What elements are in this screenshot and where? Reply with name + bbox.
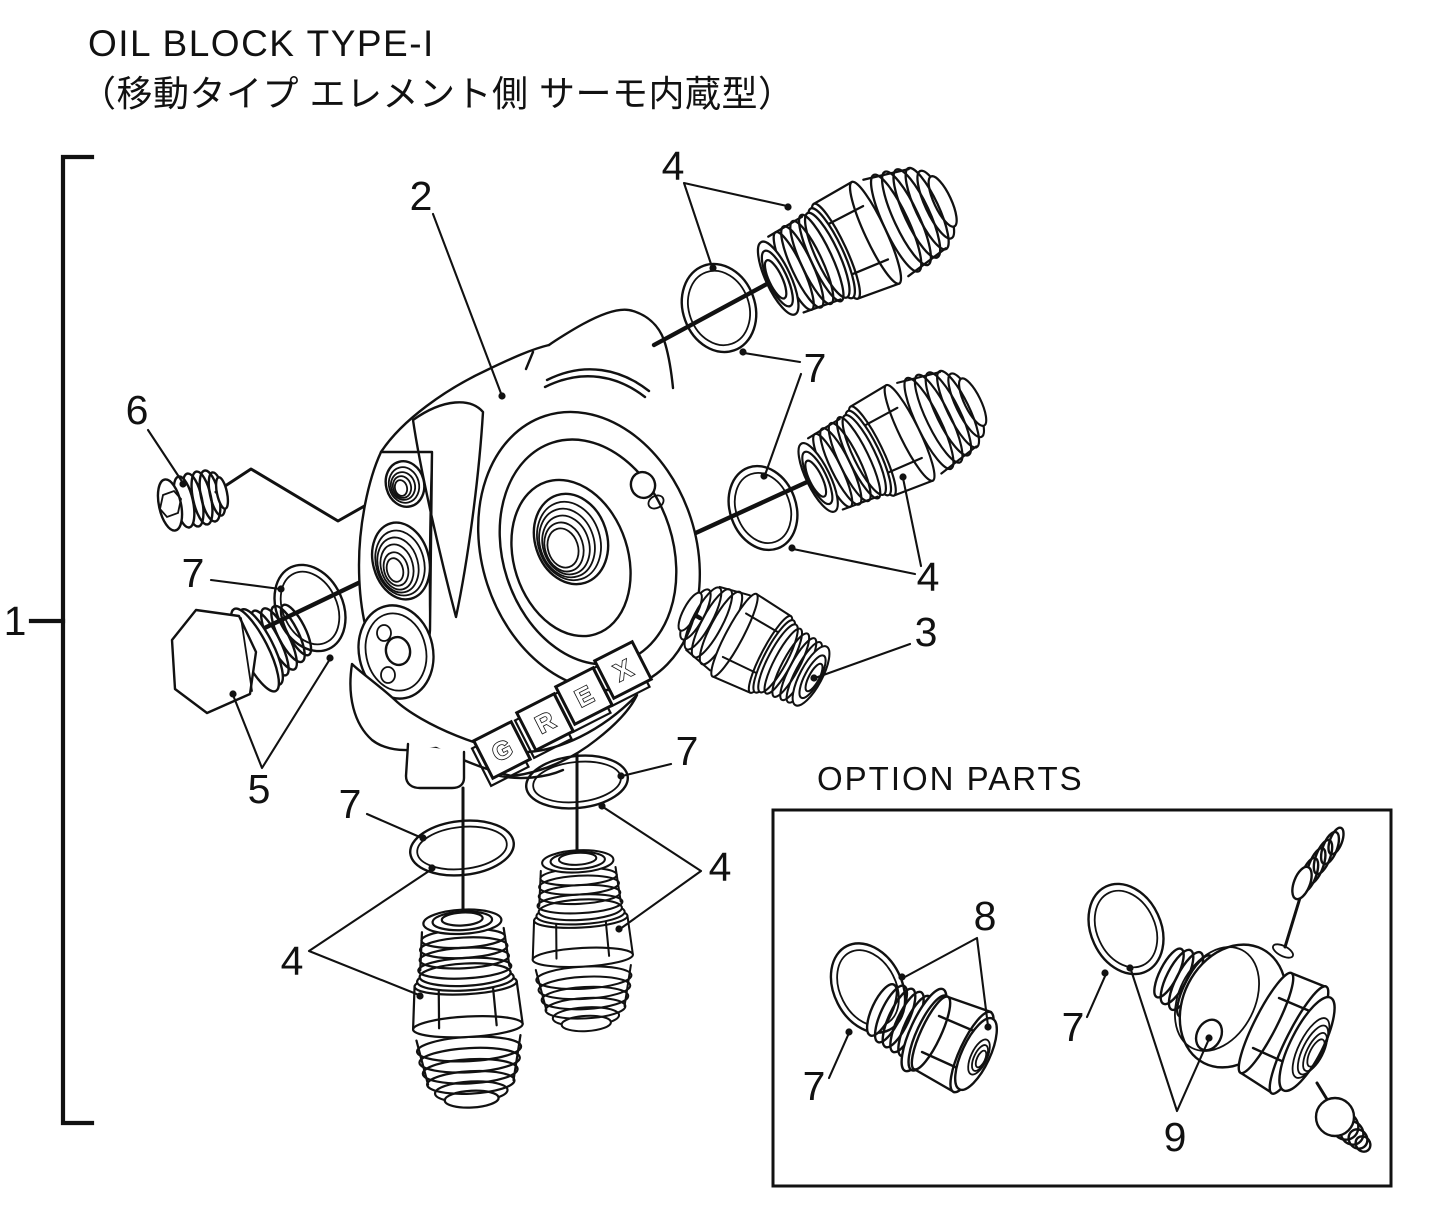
callout-5-label: 5: [248, 766, 271, 812]
oring-mid-illustration: [727, 464, 799, 552]
callout-2-oil-block: 2: [410, 173, 506, 400]
callout-4-bottom-left-label: 4: [281, 938, 304, 984]
callout-4-mid-label: 4: [917, 554, 940, 600]
callout-7-option-left: 7: [803, 1028, 853, 1109]
option-adapter-illustration: [1153, 826, 1372, 1153]
oil-block-illustration: G R E X: [349, 308, 702, 790]
option-parts-title: OPTION PARTS: [817, 760, 1084, 797]
an-fitting-top-illustration: [742, 145, 976, 336]
page-title: OIL BLOCK TYPE-I: [88, 23, 435, 64]
flange-large-port: [370, 521, 432, 601]
callout-3-union: 3: [810, 609, 937, 682]
oring-bottom-left-illustration: [409, 819, 515, 877]
hex-plug-illustration: [170, 603, 313, 715]
callout-9-label: 9: [1164, 1114, 1187, 1160]
callout-1-group-bracket: 1: [4, 154, 95, 1126]
callout-5-hex-plug: 5: [229, 654, 334, 812]
callout-4-top: 4: [662, 143, 792, 272]
callout-7-upper: 7: [739, 345, 826, 480]
callout-4-bottom-right-label: 4: [709, 844, 732, 890]
an-fitting-bottom-left-illustration: [405, 905, 529, 1112]
callout-8-label: 8: [974, 893, 997, 939]
callout-7-bottom-right-label: 7: [676, 728, 699, 774]
callout-4-bottom-right: 4: [598, 802, 732, 933]
callout-7-option-left-label: 7: [803, 1063, 826, 1109]
page-subtitle: （移動タイプ エレメント側 サーモ内蔵型）: [80, 73, 795, 114]
callout-7-bottom-right: 7: [617, 728, 698, 780]
callout-8-option-flange-bolt: 8: [898, 893, 996, 1031]
callout-7-bottom-left-label: 7: [339, 781, 362, 827]
callout-7-option-right: 7: [1062, 969, 1109, 1050]
option-parts-section: OPTION PARTS: [771, 760, 1393, 1188]
callout-7-bottom-left: 7: [339, 781, 427, 842]
callout-2-label: 2: [410, 173, 433, 219]
option-oring-right-illustration: [1087, 882, 1165, 976]
bypass-detent: [629, 470, 657, 500]
callout-1-label: 1: [4, 598, 27, 644]
callout-4-top-label: 4: [662, 143, 685, 189]
sensor-boss: [357, 604, 435, 700]
callout-7-left: 7: [182, 550, 285, 596]
flange-small-port: [384, 460, 426, 508]
option-flange-bolt-illustration: [865, 983, 999, 1094]
an-fitting-bottom-right-illustration: [526, 846, 638, 1035]
callout-7-left-label: 7: [182, 550, 205, 596]
option-parts-box: [771, 808, 1393, 1188]
callout-4-bottom-left: 4: [281, 864, 436, 1000]
callout-9-option-adapter: 9: [1126, 964, 1213, 1160]
callout-4-mid: 4: [788, 473, 939, 600]
grex-logo-plate: G R E X: [470, 639, 654, 788]
callout-6-label: 6: [126, 387, 149, 433]
callout-7-option-right-label: 7: [1062, 1004, 1085, 1050]
callout-6-set-screw: 6: [126, 387, 187, 488]
callout-3-label: 3: [915, 609, 938, 655]
callout-7-upper-label: 7: [804, 345, 827, 391]
oring-upper-illustration: [680, 262, 758, 354]
set-screw-illustration: [156, 469, 230, 532]
